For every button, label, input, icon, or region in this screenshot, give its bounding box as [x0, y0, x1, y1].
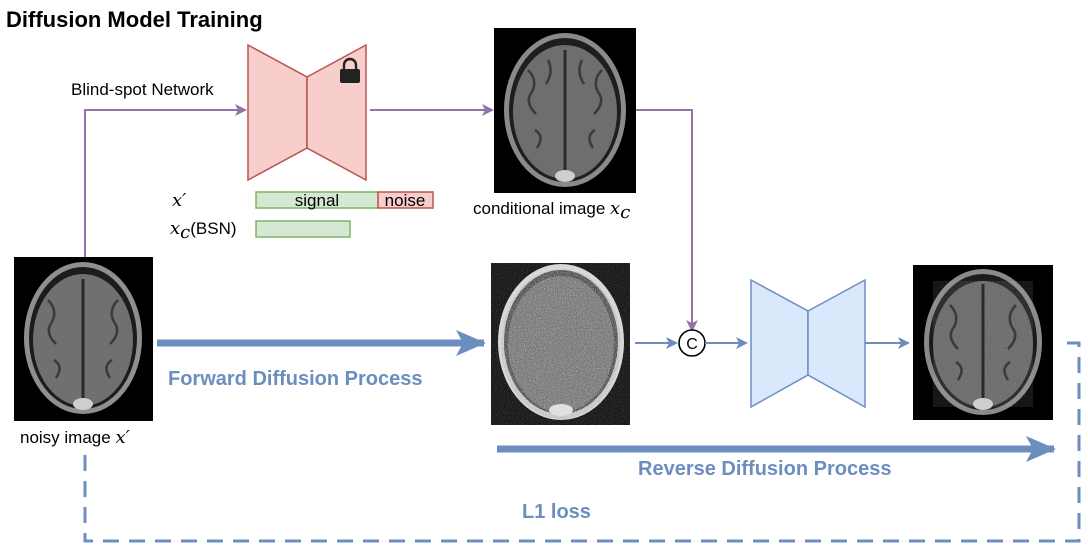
conditional-image [494, 28, 636, 193]
noise-bar [377, 191, 434, 209]
blind-spot-network-label: Blind-spot Network [71, 80, 214, 99]
xc-bsn-label: xc(BSN) [170, 218, 237, 243]
noisy-image-label: noisy image x′ [20, 427, 130, 448]
signal-label: signal [295, 191, 339, 210]
blind-spot-network-block [247, 43, 367, 182]
diagram-title: Diffusion Model Training [6, 7, 263, 32]
forward-diffusion-label: Forward Diffusion Process [168, 368, 423, 390]
arrow-noisy-to-bsn [84, 104, 247, 257]
l1-loss-label: L1 loss [522, 501, 591, 523]
lock-icon [340, 57, 360, 83]
noise-label: noise [385, 191, 426, 210]
signal-bar-bsn [255, 220, 351, 238]
reverse-diffusion-label: Reverse Diffusion Process [638, 458, 891, 480]
noisy-input-image [14, 257, 153, 421]
conditional-image-label: conditional image xc [473, 198, 630, 223]
arrow-conditional-to-concat [636, 109, 698, 332]
output-image [913, 265, 1053, 420]
concat-node: C [678, 329, 706, 357]
l1-loss-path [83, 341, 1081, 543]
denoising-network-block [750, 278, 866, 409]
diffused-noisy-image [491, 263, 630, 425]
x-prime-label: x′ [172, 190, 186, 211]
concat-symbol: C [686, 336, 698, 353]
